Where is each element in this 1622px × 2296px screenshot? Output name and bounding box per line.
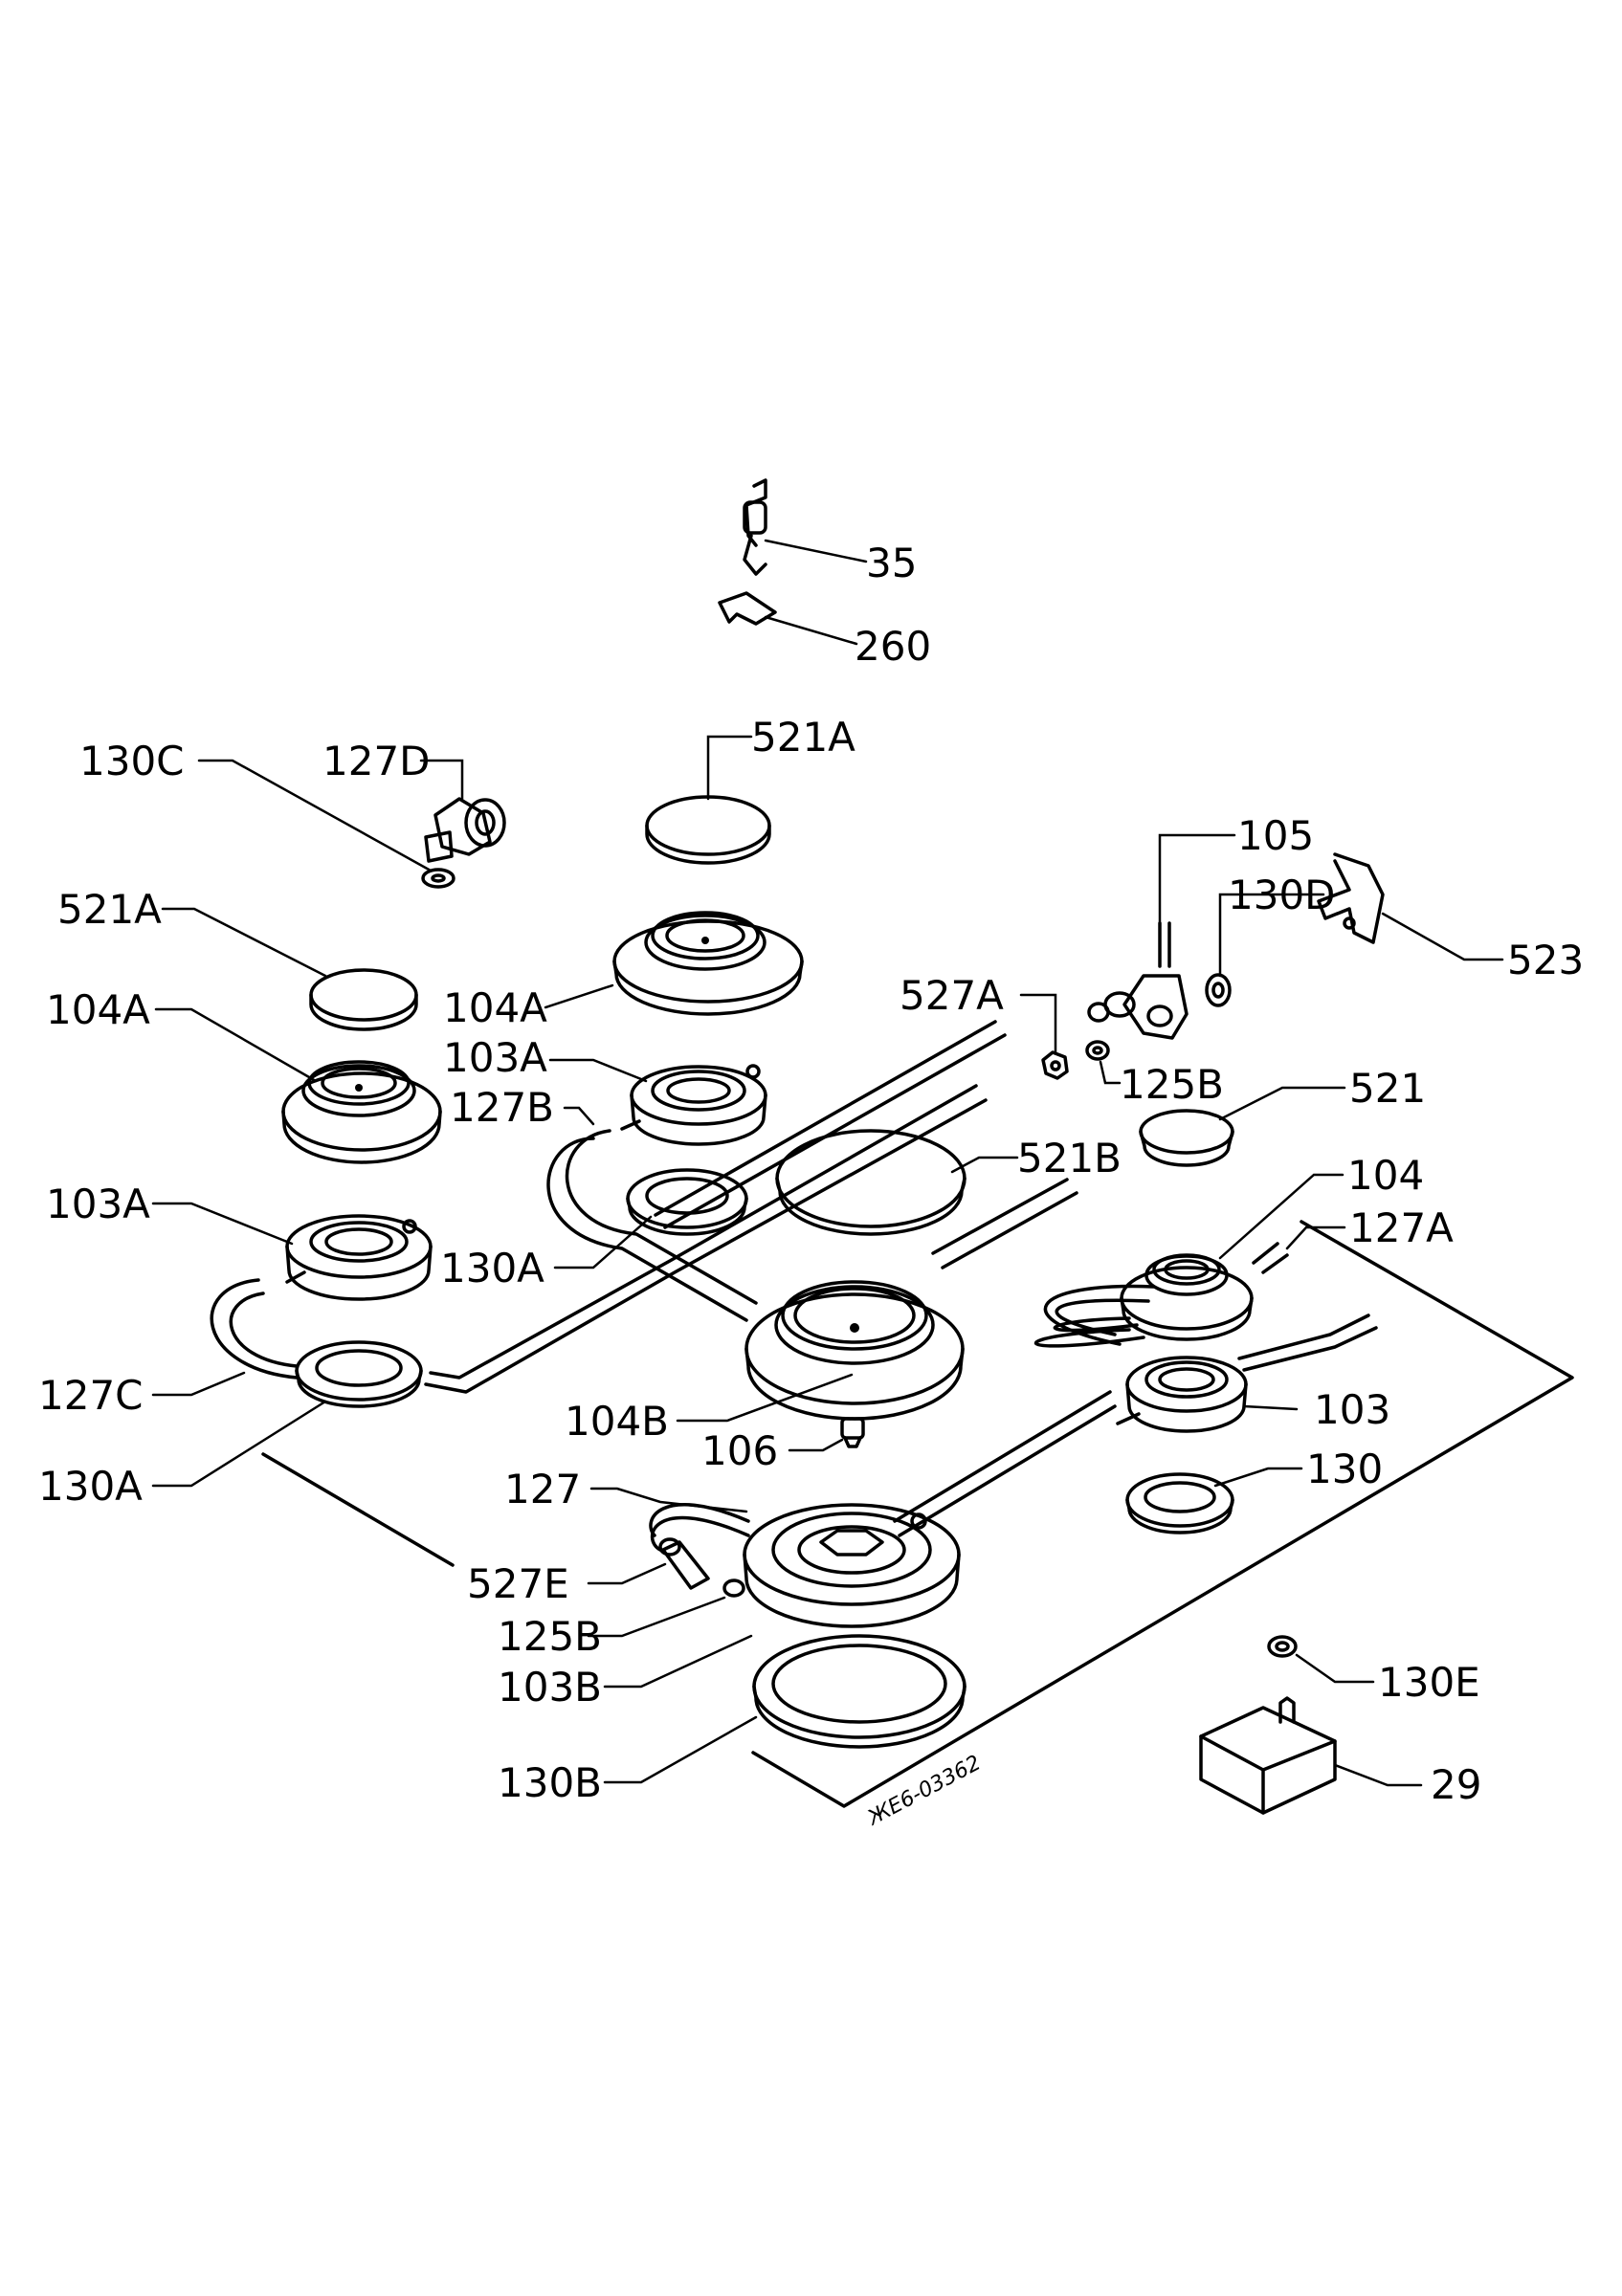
- label-127A: 127A: [1349, 1204, 1454, 1251]
- label-130A-left: 130A: [38, 1463, 143, 1510]
- part-103-body-right: [1116, 1356, 1248, 1433]
- part-104A-crown-center: [612, 911, 804, 1016]
- part-130E-washer: [1267, 1635, 1298, 1658]
- part-125B-seal-top: [1085, 1040, 1110, 1061]
- label-130: 130: [1306, 1446, 1383, 1492]
- label-130B: 130B: [498, 1759, 602, 1806]
- part-106-injector: [840, 1417, 865, 1448]
- gas-pipes: [210, 1020, 1378, 1552]
- part-130D-washer: [1205, 973, 1232, 1007]
- label-106: 106: [701, 1427, 778, 1474]
- label-127D: 127D: [322, 738, 431, 784]
- label-29: 29: [1431, 1761, 1481, 1808]
- part-125B-seal-bottom: [722, 1578, 745, 1598]
- label-103A-left: 103A: [46, 1181, 150, 1227]
- part-103B-body-large: [743, 1503, 961, 1628]
- hob-plate-outline: [261, 1220, 1574, 1808]
- label-103B: 103B: [498, 1664, 602, 1711]
- part-104-crown-right: [1120, 1253, 1254, 1341]
- leader-lines: [151, 539, 1504, 1787]
- label-103A-center: 103A: [443, 1034, 547, 1081]
- label-527E: 527E: [467, 1560, 569, 1607]
- part-130C-washer: [421, 868, 455, 889]
- label-125B-top: 125B: [1120, 1061, 1224, 1108]
- part-523-bracket: [1317, 852, 1385, 944]
- label-125B-bottom: 125B: [498, 1613, 602, 1660]
- label-521A-left: 521A: [57, 886, 162, 933]
- label-130D: 130D: [1228, 872, 1336, 918]
- part-521-cap-right: [1139, 1109, 1234, 1167]
- label-104B: 104B: [565, 1398, 669, 1445]
- part-527A-nut: [1041, 1050, 1069, 1080]
- part-521B-cap-large: [775, 1129, 967, 1236]
- label-523: 523: [1507, 937, 1584, 983]
- part-130B-ring-large: [752, 1634, 967, 1749]
- label-35: 35: [866, 540, 917, 586]
- label-130A-center: 130A: [440, 1245, 544, 1292]
- part-130A-ring-left: [295, 1340, 423, 1408]
- part-104A-crown-left: [281, 1060, 442, 1164]
- label-127C: 127C: [38, 1372, 144, 1419]
- label-127B: 127B: [450, 1084, 554, 1131]
- part-103A-body-center: [620, 1064, 767, 1146]
- label-104: 104: [1347, 1152, 1424, 1199]
- part-104B-crown-large: [744, 1280, 965, 1421]
- label-103: 103: [1314, 1386, 1390, 1433]
- label-127: 127: [504, 1466, 581, 1512]
- part-103A-body-left: [285, 1214, 433, 1301]
- label-527A: 527A: [900, 972, 1004, 1019]
- label-130C: 130C: [79, 738, 185, 784]
- part-130A-ring-center: [626, 1168, 748, 1236]
- part-105-gas-valve: [1087, 921, 1189, 1040]
- label-521A-top: 521A: [751, 714, 855, 761]
- part-29-ignition-unit: [1199, 1696, 1337, 1815]
- label-104A-center: 104A: [443, 984, 547, 1031]
- label-260: 260: [855, 623, 931, 670]
- label-521: 521: [1349, 1065, 1426, 1112]
- part-260-clip: [718, 591, 777, 626]
- label-104A-left: 104A: [46, 986, 150, 1033]
- part-127D-elbow-fitting: [424, 797, 506, 863]
- part-labels: 35 260 130C 127D 521A 521A 104A 104A 103…: [38, 540, 1584, 1831]
- label-105: 105: [1237, 812, 1314, 859]
- label-521B: 521B: [1017, 1135, 1122, 1181]
- part-527E-connector: [658, 1537, 710, 1590]
- part-521A-cap-left: [309, 968, 418, 1031]
- part-521A-cap-top: [645, 795, 771, 865]
- drawing-code: ЖЕ6-03362: [862, 1751, 985, 1831]
- label-130E: 130E: [1378, 1659, 1480, 1706]
- part-35-thermocouple: [743, 478, 767, 576]
- part-130-ring-right: [1125, 1472, 1234, 1534]
